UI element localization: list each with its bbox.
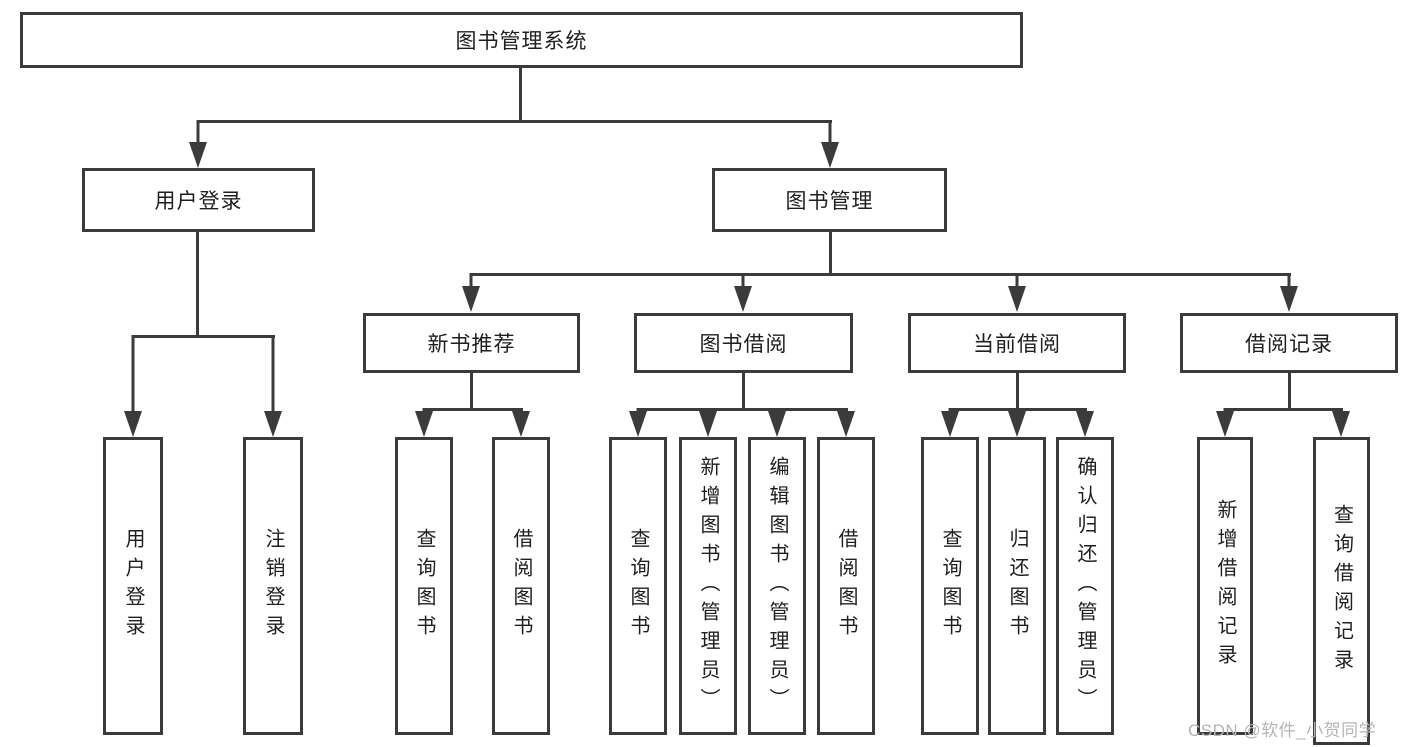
node-new-book-recommend: 新书推荐 [363, 313, 580, 373]
node-leaf-add-borrow-record: 新增借阅记录 [1197, 437, 1253, 735]
arrow-recommend-leaf-2 [512, 408, 530, 437]
connector-recommend-stem [470, 373, 473, 408]
arrow-to-book-borrow [734, 273, 752, 312]
node-leaf-logout: 注销登录 [243, 437, 303, 735]
connector-book-mgmt-stem [829, 232, 832, 273]
arrow-to-current-borrow [1008, 273, 1026, 312]
connector-user-login-stem [196, 232, 199, 335]
node-leaf-edit-book-admin: 编辑图书（管理员） [748, 437, 806, 735]
node-leaf-query-books-borrow: 查询图书 [609, 437, 667, 735]
connector-root-branch [197, 120, 832, 123]
arrow-records-leaf-1 [1216, 408, 1234, 437]
node-leaf-add-book-admin: 新增图书（管理员） [679, 437, 737, 735]
arrow-to-login-leaf [124, 335, 142, 437]
connector-root-stem [519, 68, 522, 120]
node-leaf-borrow-books-recommend: 借阅图书 [492, 437, 550, 735]
arrow-current-leaf-3 [1076, 408, 1094, 437]
arrow-borrow-leaf-3 [768, 408, 786, 437]
connector-current-stem [1016, 373, 1019, 408]
node-library-system: 图书管理系统 [20, 12, 1023, 68]
arrow-borrow-leaf-4 [837, 408, 855, 437]
node-leaf-return-book: 归还图书 [988, 437, 1046, 735]
arrow-borrow-leaf-1 [629, 408, 647, 437]
arrow-to-new-book-recommend [462, 273, 480, 312]
node-borrow-records: 借阅记录 [1180, 313, 1398, 373]
arrow-records-leaf-2 [1332, 408, 1350, 437]
node-user-login: 用户登录 [82, 168, 315, 232]
node-leaf-user-login: 用户登录 [103, 437, 163, 735]
node-leaf-borrow-books: 借阅图书 [817, 437, 875, 735]
watermark-text: CSDN @软件_小贺同学 [1188, 721, 1377, 740]
arrow-current-leaf-1 [941, 408, 959, 437]
connector-borrow-branch [637, 408, 848, 411]
connector-records-stem [1288, 373, 1291, 408]
node-book-borrow: 图书借阅 [634, 313, 853, 373]
node-current-borrow: 当前借阅 [908, 313, 1126, 373]
node-leaf-query-books-recommend: 查询图书 [395, 437, 453, 735]
arrow-to-borrow-records [1280, 273, 1298, 312]
arrow-to-logout-leaf [264, 335, 282, 437]
node-leaf-confirm-return-admin: 确认归还（管理员） [1056, 437, 1114, 735]
arrow-to-book-management [821, 120, 839, 168]
connector-records-branch [1224, 408, 1343, 411]
arrow-borrow-leaf-2 [699, 408, 717, 437]
connector-user-login-branch [132, 335, 275, 338]
node-book-management: 图书管理 [712, 168, 947, 232]
arrow-current-leaf-2 [1008, 408, 1026, 437]
connector-book-mgmt-branch [470, 273, 1291, 276]
node-leaf-query-borrow-record: 查询借阅记录 [1313, 437, 1370, 745]
node-leaf-query-books-current: 查询图书 [921, 437, 979, 735]
arrow-to-user-login [189, 120, 207, 168]
arrow-recommend-leaf-1 [415, 408, 433, 437]
connector-recommend-branch [423, 408, 523, 411]
connector-borrow-stem [742, 373, 745, 408]
